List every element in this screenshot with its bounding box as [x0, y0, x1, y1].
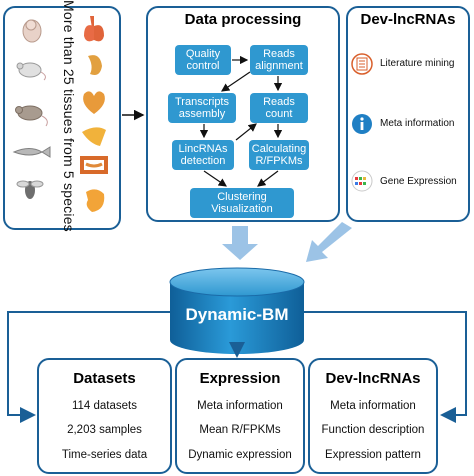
- lung-icon: [84, 16, 104, 42]
- datasets-item: Time-series data: [61, 449, 148, 461]
- embryo-icon: [22, 19, 42, 43]
- datasets-panel: Datasets 114 datasets 2,203 samples Time…: [37, 358, 172, 474]
- arrow-dev-to-db: [306, 222, 352, 262]
- species-panel-text: More than 25 tissues from 5 species: [61, 0, 77, 232]
- liver-icon: [82, 127, 106, 146]
- step-lincrnas-detection: LincRNAs detection: [172, 140, 234, 170]
- dev-output-item: Meta information: [330, 400, 416, 412]
- expression-title: Expression: [199, 370, 281, 387]
- dev-output-title: Dev-lncRNAs: [325, 370, 421, 387]
- expression-panel: Expression Meta information Mean R/FPKMs…: [175, 358, 305, 474]
- step-quality-control: Quality control: [175, 45, 231, 75]
- step-transcripts-assembly: Transcripts assembly: [168, 93, 236, 123]
- rat-icon: [15, 105, 48, 127]
- fly-icon: [16, 180, 44, 199]
- expression-icon: [351, 170, 373, 192]
- datasets-item: 114 datasets: [71, 400, 137, 412]
- expression-item: Dynamic expression: [188, 449, 292, 461]
- database-label: Dynamic-BM: [185, 305, 289, 324]
- dev-item-literature-mining: Literature mining: [380, 58, 455, 69]
- stomach-icon: [86, 189, 105, 212]
- dev-output-panel: Dev-lncRNAs Meta information Function de…: [308, 358, 438, 474]
- db-connectors: [7, 311, 467, 423]
- step-reads-count: Reads count: [250, 93, 308, 123]
- step-calculating-fpkms: Calculating R/FPKMs: [249, 140, 309, 170]
- mouse-icon: [16, 62, 46, 81]
- document-icon: [351, 53, 373, 75]
- dev-item-gene-expression: Gene Expression: [380, 176, 457, 187]
- database-cylinder: [169, 267, 305, 354]
- dev-output-item: Function description: [321, 424, 425, 436]
- expression-item: Mean R/FPKMs: [199, 424, 281, 436]
- expression-item: Meta information: [197, 400, 283, 412]
- arrow-processing-to-db: [222, 226, 258, 260]
- datasets-item: 2,203 samples: [67, 424, 142, 436]
- intestine-icon: [80, 156, 108, 174]
- processing-title: Data processing: [184, 11, 302, 28]
- fish-icon: [12, 146, 51, 158]
- processing-arrows: [199, 55, 283, 187]
- dev-output-item: Expression pattern: [325, 449, 421, 461]
- step-reads-alignment: Reads alignment: [250, 45, 308, 75]
- dev-item-meta-information: Meta information: [380, 118, 455, 129]
- info-icon: [352, 114, 372, 134]
- datasets-title: Datasets: [73, 370, 136, 387]
- kidney-icon: [88, 55, 102, 75]
- heart-icon: [83, 91, 105, 114]
- dev-lncrnas-title: Dev-lncRNAs: [360, 11, 456, 28]
- step-clustering-visualization: Clustering Visualization: [190, 188, 294, 218]
